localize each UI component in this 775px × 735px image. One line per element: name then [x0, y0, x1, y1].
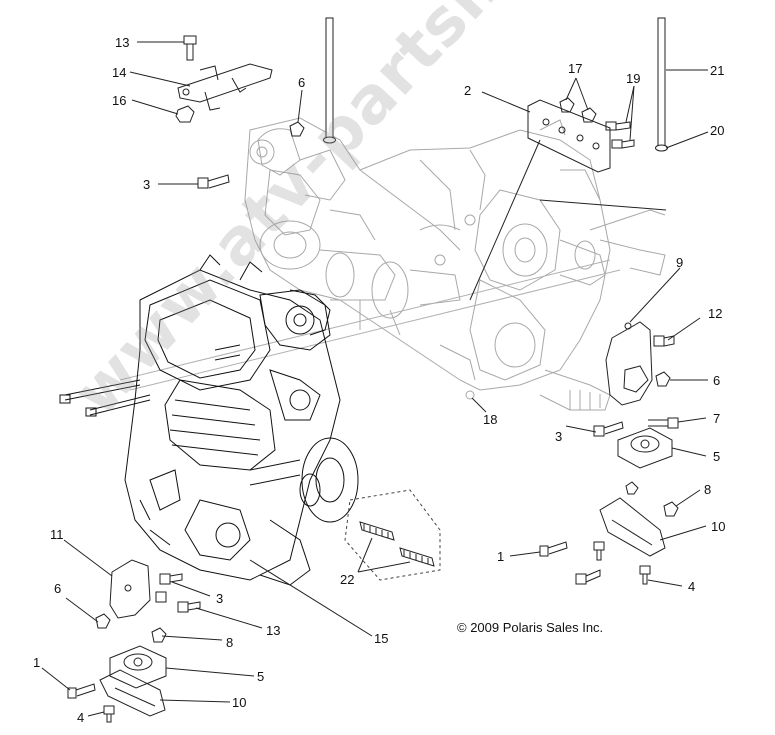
callout-11: 11	[50, 527, 64, 542]
callout-6: 6	[54, 581, 62, 596]
callout-16: 16	[112, 93, 127, 108]
nut-8-bottom	[151, 627, 167, 643]
callout-22: 22	[340, 572, 355, 587]
callout-1: 1	[33, 655, 41, 670]
bracket-10-right	[599, 497, 666, 557]
mount-5-bottom	[109, 645, 167, 689]
bracket-14	[177, 63, 273, 111]
engine-drawing	[59, 254, 359, 586]
callout-5: 5	[257, 669, 265, 684]
callout-9: 9	[676, 255, 684, 270]
nut-6-top	[289, 121, 305, 137]
bolt-3-top	[197, 174, 230, 189]
bolt-3-bottom	[155, 573, 183, 603]
callout-8: 8	[226, 635, 234, 650]
nut-8-right	[663, 501, 679, 517]
drive-shaft-lines	[119, 259, 621, 391]
copyright-notice: © 2009 Polaris Sales Inc.	[457, 620, 604, 635]
callout-20: 20	[710, 123, 725, 138]
callout-15: 15	[374, 631, 389, 646]
mount-5-right	[617, 427, 673, 469]
callout-17: 17	[568, 61, 583, 76]
callout-18: 18	[483, 412, 498, 427]
rod-center	[323, 17, 336, 144]
bracket-9	[605, 321, 653, 406]
studs-22	[359, 521, 435, 567]
nut-6-right	[655, 371, 671, 387]
callout-4: 4	[77, 710, 85, 725]
bracket-11	[109, 559, 151, 619]
bolts-19	[605, 121, 635, 149]
callout-2: 2	[464, 83, 472, 98]
callout-3: 3	[555, 429, 563, 444]
leader-lines	[41, 41, 709, 717]
callout-7: 7	[713, 411, 721, 426]
callout-13: 13	[115, 35, 130, 50]
callout-5: 5	[713, 449, 721, 464]
callout-13: 13	[266, 623, 281, 638]
bracket-10-bottom	[99, 669, 166, 717]
bolt-1-right	[539, 541, 568, 557]
nut-8-right-small	[625, 481, 639, 495]
bolt-13-top	[183, 35, 197, 61]
bolt-1-bottom	[67, 683, 96, 699]
rod-21	[655, 17, 668, 152]
bolt-4-right	[575, 541, 651, 585]
bolt-12	[653, 335, 675, 347]
bolt-7	[648, 417, 679, 429]
callout-14: 14	[112, 65, 127, 80]
bracket-2	[527, 99, 611, 173]
bolt-13-bottom	[177, 601, 201, 613]
nut-16	[175, 105, 195, 123]
bolt-3-right	[593, 421, 624, 437]
callout-6: 6	[298, 75, 306, 90]
callout-21: 21	[710, 63, 725, 78]
callout-3: 3	[143, 177, 151, 192]
callout-10: 10	[232, 695, 247, 710]
callout-1: 1	[497, 549, 505, 564]
callout-10: 10	[711, 519, 726, 534]
callout-3: 3	[216, 591, 224, 606]
stud-dash-box	[344, 489, 441, 581]
callout-6: 6	[713, 373, 721, 388]
bolt-4-bottom	[103, 705, 115, 723]
callout-4: 4	[688, 579, 696, 594]
callout-8: 8	[704, 482, 712, 497]
callout-19: 19	[626, 71, 641, 86]
callout-12: 12	[708, 306, 723, 321]
transmission-drawing	[244, 117, 666, 411]
nut-6-bottom	[95, 613, 111, 629]
